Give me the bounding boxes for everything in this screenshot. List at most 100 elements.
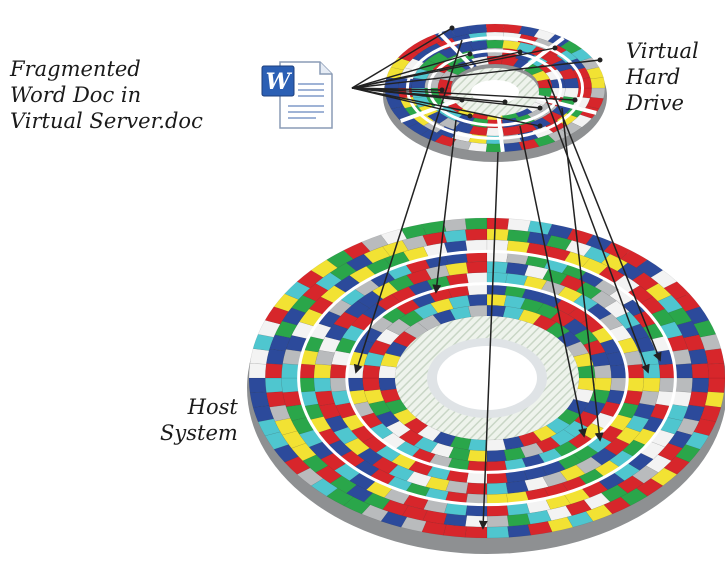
disk-sector — [468, 39, 488, 51]
disk-sector — [257, 319, 281, 338]
doc-pointer-line — [351, 59, 601, 89]
mapping-arrow — [547, 79, 662, 362]
disk-sector — [503, 447, 526, 462]
disk-sector — [535, 303, 561, 320]
disk-sector — [385, 318, 411, 336]
disk-sector — [485, 39, 505, 49]
disk-sector — [464, 526, 488, 539]
disk-sector — [390, 105, 411, 119]
disk-sector — [526, 509, 552, 525]
disk-sector — [266, 391, 286, 408]
disk-sector — [314, 349, 336, 366]
disk-sector — [281, 377, 299, 393]
disk-sector — [620, 250, 648, 269]
disk-sector — [638, 390, 660, 407]
disk-sector — [505, 262, 529, 276]
disk-sector — [626, 377, 645, 393]
disk-sector — [290, 442, 317, 462]
disk-sector — [356, 447, 384, 466]
disk-sector — [518, 25, 540, 38]
disk-sector — [422, 43, 446, 56]
mapping-arrow — [519, 125, 587, 438]
disk-sector — [324, 323, 349, 341]
disk-sector — [464, 228, 488, 241]
disk-sector — [590, 87, 606, 99]
disk-sector — [565, 499, 592, 517]
disk-sector — [704, 348, 725, 365]
mapping-arrow — [432, 119, 457, 294]
disk-ring-line — [345, 282, 629, 474]
disk-sector — [593, 364, 612, 379]
virtual-disk-hole — [471, 80, 519, 104]
disk-sector — [576, 87, 593, 99]
disk-sector — [371, 456, 399, 475]
disk-sector — [485, 23, 505, 33]
disk-sector — [344, 300, 371, 319]
disk-sector — [650, 269, 678, 289]
disk-sector — [603, 241, 631, 260]
disk-sector — [356, 290, 384, 309]
disk-sector — [249, 391, 270, 408]
disk-sector — [324, 415, 349, 433]
disk-sector — [401, 235, 428, 251]
host-disk-ring-lines — [297, 249, 677, 507]
disk-sector — [486, 304, 507, 318]
disk-sector — [274, 320, 298, 339]
disk-sector — [467, 142, 488, 153]
disk-sector — [676, 320, 700, 339]
disk-sector — [468, 125, 488, 137]
disk-sector — [467, 438, 488, 452]
disk-sector — [566, 511, 594, 528]
mapping-arrow — [478, 151, 499, 530]
disk-sector — [620, 487, 648, 506]
disk-sector — [486, 217, 510, 230]
disk-sector — [368, 400, 391, 417]
fragment-dot — [449, 25, 455, 31]
disk-sector — [635, 478, 664, 497]
disk-sector — [559, 274, 586, 292]
vhd-label-line-3: Drive — [626, 91, 684, 115]
disk-sector — [443, 513, 468, 527]
disk-sector — [707, 377, 725, 394]
disk-sector — [345, 253, 374, 272]
disk-sector — [507, 524, 532, 538]
disk-sector — [281, 363, 299, 379]
disk-sector — [315, 272, 343, 291]
disk-sector — [422, 509, 448, 525]
disk-ring-line — [427, 49, 563, 127]
disk-sector — [683, 404, 705, 422]
disk-sector — [388, 464, 415, 482]
doc-label-line-3: Virtual Server.doc — [10, 109, 203, 133]
disk-sector — [413, 303, 439, 320]
disk-sector — [704, 391, 725, 408]
fragment-dot — [439, 87, 445, 93]
disk-sector — [363, 246, 391, 264]
disk-sector — [296, 467, 324, 487]
disk-sector — [274, 417, 298, 436]
disk-sector — [448, 447, 471, 462]
virtual-disk-ring-lines — [400, 31, 597, 153]
disk-sector — [527, 521, 553, 536]
disk-sector — [326, 487, 354, 506]
word-document-icon: W — [258, 58, 338, 132]
disk-sector — [378, 365, 397, 379]
disk-sector — [675, 377, 693, 393]
disk-sector — [486, 239, 509, 252]
fragment-dot — [572, 97, 578, 103]
disk-sector — [361, 504, 389, 522]
disk-sector — [363, 351, 385, 367]
disk-sector — [421, 521, 447, 536]
disk-sector — [375, 328, 400, 346]
disk-sector — [486, 438, 507, 452]
disk-sector — [329, 262, 358, 281]
fragment-mapping-arrows — [353, 39, 662, 530]
fragment-dot — [467, 113, 473, 119]
disk-sector — [506, 229, 531, 243]
disk-sector — [486, 482, 509, 495]
disk-sector — [362, 364, 381, 379]
disk-sector — [503, 294, 526, 309]
disk-sector — [535, 436, 561, 453]
doc-pointer-line — [351, 27, 453, 89]
disk-sector — [430, 442, 454, 458]
disk-gap — [521, 36, 565, 71]
